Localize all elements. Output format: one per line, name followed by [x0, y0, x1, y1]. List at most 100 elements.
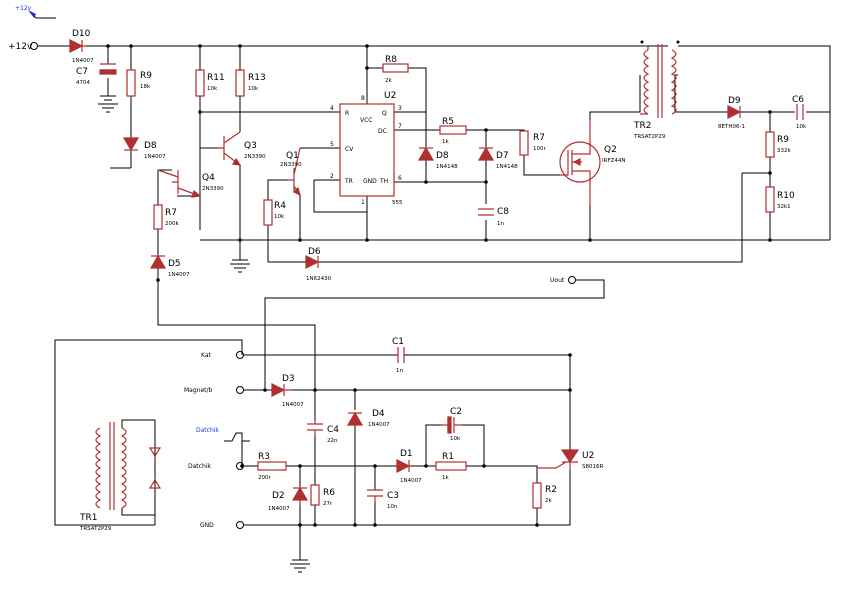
r8-value: 2k — [385, 78, 392, 84]
d2-value: 1N4007 — [268, 506, 290, 512]
d10-value: 1N4007 — [72, 58, 94, 64]
diode-d3: D3 1N4007 — [271, 374, 304, 408]
ic-pin-q: Q — [382, 110, 387, 117]
port-gnd[interactable]: GND — [200, 521, 244, 530]
u2b-value: S8016R — [582, 464, 603, 470]
ic-pin-n8: 8 — [361, 95, 365, 102]
capacitor-c4: C4 22n — [307, 420, 339, 444]
r13-value: 10k — [248, 86, 259, 92]
resistor-r7a: R7 200k — [153, 204, 179, 230]
port-kat[interactable]: Kat — [201, 351, 244, 360]
c7-ref: C7 — [76, 67, 88, 77]
resistor-r10: R10 32k1 — [765, 186, 795, 213]
resistor-r5: R5 1k — [439, 117, 467, 145]
ic-pin-n6: 6 — [398, 175, 402, 182]
q2-value: IRFZ44N — [602, 158, 626, 164]
ic-pin-vcc: VCC — [360, 117, 372, 124]
diode-d7: D7 1N4148 — [477, 146, 518, 170]
resistor-r11: R11 10k — [195, 69, 225, 97]
u2a-ref: U2 — [384, 91, 396, 101]
d9-value: 8ETH06-1 — [718, 124, 745, 130]
r7a-ref: R7 — [165, 208, 177, 218]
resistor-r9a: R9 18k — [126, 69, 152, 97]
d8b-ref: D8 — [436, 151, 449, 161]
d6-value: 1N62430 — [306, 276, 332, 282]
d7-ref: D7 — [496, 151, 509, 161]
c1-value: 1n — [396, 368, 403, 374]
port-uout[interactable]: Uout — [550, 276, 576, 285]
r6-value: 27r — [323, 501, 333, 507]
diode-d4: D4 1N4007 — [346, 409, 390, 428]
diode-d6: D6 1N62430 — [305, 247, 332, 282]
port-uout-label: Uout — [550, 277, 565, 284]
transistor-q4: Q4 2N3390 — [157, 169, 224, 198]
wires — [38, 45, 831, 565]
r9a-ref: R9 — [140, 71, 152, 81]
r6-ref: R6 — [323, 488, 335, 498]
q3-value: 2N3390 — [244, 154, 266, 160]
ic-pin-n5: 5 — [330, 141, 334, 148]
ic-pin-n4: 4 — [330, 105, 334, 112]
c6-value: 10k — [796, 124, 807, 130]
r3-value: 200r — [258, 475, 271, 481]
r9b-ref: R9 — [777, 135, 789, 145]
u2a-value: 555 — [392, 200, 403, 206]
resistor-r8: R8 2k — [382, 55, 409, 84]
port-v12[interactable]: +12v — [8, 42, 38, 52]
q1-ref: Q1 — [286, 151, 299, 161]
q4-ref: Q4 — [202, 173, 215, 183]
ic-pin-n7: 7 — [398, 123, 402, 130]
d8a-value: 1N4007 — [144, 154, 166, 160]
probe-datchik-label: Datchik — [196, 427, 219, 434]
d5-value: 1N4007 — [168, 272, 190, 278]
transformer-tr2: TR2 TRSAT2P29 — [633, 40, 680, 140]
transistor-q3: Q3 2N3390 — [218, 131, 266, 166]
r4-ref: R4 — [274, 201, 286, 211]
ic-pin-th: TH — [379, 178, 388, 185]
c8-ref: C8 — [497, 207, 509, 217]
q4-value: 2N3390 — [202, 186, 224, 192]
tr1-ref: TR1 — [79, 513, 97, 523]
port-kat-label: Kat — [201, 352, 212, 359]
d8b-value: 1N4148 — [436, 164, 458, 170]
d6-ref: D6 — [308, 247, 321, 257]
port-magnet-label: Magnet/b — [184, 387, 213, 394]
q3-ref: Q3 — [244, 141, 257, 151]
ic-pin-dc: DC — [378, 128, 387, 135]
diode-d1: D1 1N4007 — [396, 449, 422, 484]
c1-ref: C1 — [392, 337, 404, 347]
probe-datchik: Datchik — [196, 427, 219, 434]
r1-value: 1k — [442, 475, 449, 481]
r4-value: 10k — [274, 214, 285, 220]
r7a-value: 200k — [165, 221, 179, 227]
resistor-r2: R2 2k — [532, 482, 557, 509]
c8-value: 1n — [497, 221, 504, 227]
diode-d8a: D8 1N4007 — [122, 137, 166, 160]
c4-ref: C4 — [327, 425, 339, 435]
port-datchik-label: Datchik — [188, 463, 211, 470]
c4-value: 22n — [327, 438, 338, 444]
r13-ref: R13 — [248, 73, 266, 83]
resistor-r6: R6 27r — [310, 484, 335, 507]
port-magnet[interactable]: Magnet/b — [184, 386, 244, 395]
port-v12-label: +12v — [8, 42, 33, 52]
d9-ref: D9 — [728, 96, 741, 106]
ic-pin-r: R — [345, 110, 349, 117]
u2b-ref: U2 — [582, 451, 594, 461]
d2-ref: D2 — [272, 491, 285, 501]
c7-value: 4704 — [76, 80, 90, 86]
capacitor-c8: C8 1n — [478, 207, 509, 227]
d8a-ref: D8 — [144, 141, 157, 151]
r9a-value: 18k — [140, 84, 151, 90]
d3-value: 1N4007 — [282, 402, 304, 408]
d5-ref: D5 — [168, 259, 181, 269]
port-datchik[interactable]: Datchik — [188, 462, 244, 471]
diode-d10: D10 1N4007 — [69, 29, 94, 64]
r5-ref: R5 — [442, 117, 454, 127]
r8-ref: R8 — [385, 55, 397, 65]
ic-pin-gnd: GND — [363, 178, 377, 185]
ic-555-u2: U2 R VCC Q CV DC TR GND TH 4 8 3 5 7 2 6… — [330, 91, 403, 206]
ic-pin-n2: 2 — [330, 173, 334, 180]
thyristor-u2b: U2 S8016R — [537, 449, 603, 470]
